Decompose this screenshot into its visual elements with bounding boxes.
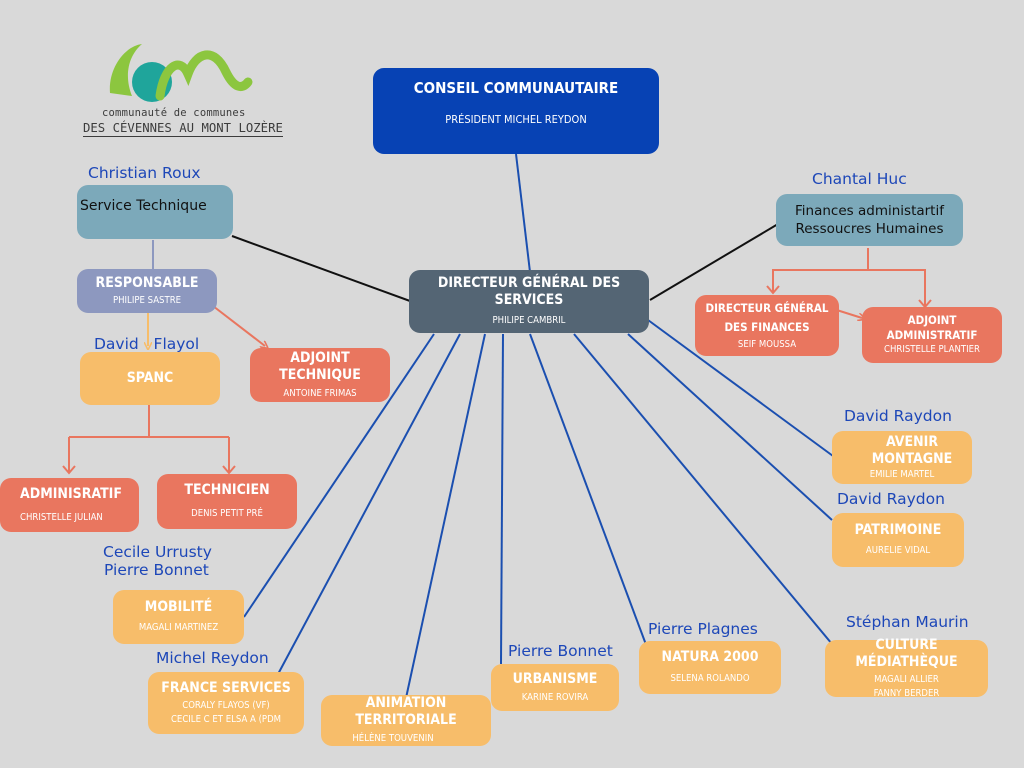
patrimoine-subtitle: AURELIE VIDAL [865, 545, 931, 556]
dir-finances-line2: DES FINANCES [724, 320, 810, 334]
france-services-subtitle2: CECILE C ET ELSA A (PDM [170, 713, 282, 725]
name-pierre-bonnet-mobilite: Pierre Bonnet [104, 561, 209, 579]
logo-line1: communauté de communes [102, 107, 246, 119]
name-stephan-maurin: Stéphan Maurin [846, 613, 969, 631]
line-dgs-france-services [276, 333, 461, 677]
dgs-subtitle: PHILIPE CAMBRIL [492, 315, 566, 326]
arrow-spanc-technicien [222, 465, 236, 475]
service-technique-title: Service Technique [80, 198, 207, 214]
name-david-raydon-patrimoine: David Raydon [837, 490, 945, 508]
adjoint-admin-line2: ADMINISTRATIF [886, 328, 978, 342]
logo-line2: DES CÉVENNES AU MONT LOZÈRE [83, 121, 283, 137]
patrimoine-title: PATRIMOINE [854, 522, 942, 538]
natura-2000-box: NATURA 2000 SELENA ROLANDO [639, 641, 781, 694]
finances-line1: Finances administartif [795, 203, 944, 219]
culture-subtitle2: FANNY BERDER [873, 687, 940, 699]
adminisratif-title: ADMINISRATIF [20, 485, 122, 502]
natura-title: NATURA 2000 [661, 649, 759, 665]
name-cecile-urrusty: Cecile Urrusty [103, 543, 212, 561]
name-pierre-bonnet-urbanisme: Pierre Bonnet [508, 642, 613, 660]
adjoint-admin-line1: ADJOINT [907, 313, 957, 327]
line-dgs-culture [573, 333, 833, 645]
culture-mediatheque-box: CULTURE MÉDIATHÈQUE MAGALI ALLIER FANNY … [825, 636, 988, 699]
urbanisme-subtitle: KARINE ROVIRA [521, 691, 589, 703]
spanc-box: SPANC [80, 352, 220, 405]
logo: communauté de communes DES CÉVENNES AU M… [80, 38, 283, 143]
mobilite-box: MOBILITÉ MAGALI MARTINEZ [113, 590, 244, 644]
dgs-title: DIRECTEUR GÉNÉRAL DES SERVICES [437, 275, 621, 308]
line-dgs-avenir [647, 319, 834, 457]
line-spanc-tree [68, 405, 230, 472]
culture-title: CULTURE MÉDIATHÈQUE [855, 636, 958, 670]
technicien-title: TECHNICIEN [184, 482, 270, 498]
adjoint-admin-subtitle: CHRISTELLE PLANTIER [884, 344, 980, 355]
line-responsable-adjoint [212, 305, 265, 346]
urbanisme-box: URBANISME KARINE ROVIRA [491, 664, 619, 711]
patrimoine-box: PATRIMOINE AURELIE VIDAL [832, 513, 964, 567]
conseil-communautaire-box: CONSEIL COMMUNAUTAIRE PRÉSIDENT MICHEL R… [373, 68, 659, 154]
animation-title: ANIMATION TERRITORIALE [355, 695, 457, 728]
avenir-subtitle: EMILIE MARTEL [869, 468, 935, 480]
technicien-subtitle: DENIS PETIT PRÉ [191, 508, 263, 519]
directeur-finances-box: DIRECTEUR GÉNÉRAL DES FINANCES SEIF MOUS… [695, 295, 839, 356]
france-services-title: FRANCE SERVICES [161, 679, 291, 696]
conseil-title: CONSEIL COMMUNAUTAIRE [413, 79, 619, 97]
mobilite-title: MOBILITÉ [144, 599, 213, 615]
technicien-box: TECHNICIEN DENIS PETIT PRÉ [157, 474, 297, 529]
logo-mark-icon [109, 44, 253, 102]
adminisratif-subtitle: CHRISTELLE JULIAN [20, 511, 103, 523]
line-dgs-mobilite [243, 333, 435, 618]
line-service-technique-dgs [231, 235, 411, 302]
responsable-title: RESPONSABLE [95, 274, 199, 291]
mobilite-subtitle: MAGALI MARTINEZ [138, 622, 219, 633]
dir-finances-line1: DIRECTEUR GÉNÉRAL [705, 301, 829, 315]
line-dgs-natura [529, 333, 649, 651]
arrow-spanc-adminisratif [62, 465, 76, 475]
adjoint-technique-title: ADJOINT TECHNIQUE [279, 349, 361, 383]
line-dgs-urbanisme [500, 333, 504, 665]
line-dgs-patrimoine [627, 333, 833, 521]
name-david-raydon-avenir: David Raydon [844, 407, 952, 425]
name-david-flayol: David Flayol [94, 335, 200, 353]
spanc-title: SPANC [126, 370, 174, 386]
responsable-box: RESPONSABLE PHILIPE SASTRE [77, 269, 217, 313]
dgs-box: DIRECTEUR GÉNÉRAL DES SERVICES PHILIPE C… [409, 270, 649, 333]
finances-line2: Ressoucres Humaines [795, 221, 944, 237]
line-dgs-animation [405, 333, 486, 699]
name-pierre-plagnes: Pierre Plagnes [648, 620, 758, 638]
avenir-montagne-box: AVENIR MONTAGNE EMILIE MARTEL [832, 431, 972, 484]
name-michel-reydon: Michel Reydon [156, 649, 269, 667]
service-technique-box: Service Technique [77, 185, 233, 239]
adjoint-administratif-box: ADJOINT ADMINISTRATIF CHRISTELLE PLANTIE… [862, 307, 1002, 363]
name-christian-roux: Christian Roux [88, 164, 201, 182]
animation-subtitle: HÉLÈNE TOUVENIN [352, 733, 434, 744]
arrow-finances-dir [766, 285, 780, 295]
animation-territoriale-box: ANIMATION TERRITORIALE HÉLÈNE TOUVENIN [321, 695, 491, 746]
natura-subtitle: SELENA ROLANDO [670, 673, 750, 684]
adjoint-technique-subtitle: ANTOINE FRIMAS [283, 387, 357, 399]
line-conseil-dgs [515, 153, 531, 273]
adjoint-technique-box: ADJOINT TECHNIQUE ANTOINE FRIMAS [250, 348, 390, 402]
avenir-title: AVENIR MONTAGNE [871, 433, 953, 467]
responsable-subtitle: PHILIPE SASTRE [112, 294, 182, 306]
france-services-subtitle1: CORALY FLAYOS (VF) [182, 699, 270, 711]
name-chantal-huc: Chantal Huc [812, 170, 907, 188]
france-services-box: FRANCE SERVICES CORALY FLAYOS (VF) CECIL… [148, 672, 304, 734]
finances-box: Finances administartif Ressoucres Humain… [776, 194, 963, 246]
adminisratif-box: ADMINISRATIF CHRISTELLE JULIAN [0, 478, 139, 532]
dir-finances-subtitle: SEIF MOUSSA [737, 339, 797, 350]
conseil-subtitle: PRÉSIDENT MICHEL REYDON [445, 113, 587, 126]
line-finances-dgs [649, 223, 779, 301]
urbanisme-title: URBANISME [512, 670, 598, 687]
culture-subtitle1: MAGALI ALLIER [874, 673, 939, 685]
line-finances-tree [772, 248, 926, 306]
